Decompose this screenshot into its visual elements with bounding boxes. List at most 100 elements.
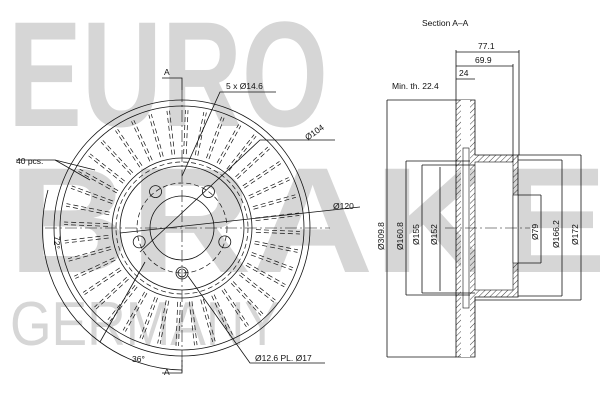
dim-79: Ø79 [530, 224, 540, 240]
cooling-vane [213, 294, 233, 335]
cooling-vane [202, 298, 216, 342]
cooling-vane [254, 243, 298, 253]
cooling-vane [66, 203, 110, 213]
cooling-vane [255, 229, 300, 232]
cooling-vane [255, 231, 300, 235]
cooling-vane [169, 110, 176, 155]
cooling-vane [89, 153, 125, 182]
cooling-vane [194, 111, 205, 156]
dim-24: 24 [459, 68, 469, 78]
bolt-hole [202, 185, 215, 198]
bore-label: Ø120 [333, 201, 354, 211]
cooling-vane [131, 121, 151, 162]
cooling-vane [226, 134, 255, 170]
cooling-vane [139, 296, 156, 339]
centre-bore-section [512, 194, 519, 264]
angle-36-label: 36° [132, 354, 145, 364]
cooling-vane [251, 252, 294, 269]
cooling-vane [166, 110, 173, 155]
cooling-vane [133, 120, 153, 161]
cooling-vane [117, 128, 143, 166]
angle-72-label: 72° [52, 236, 62, 249]
cooling-vane [102, 140, 134, 173]
cooling-vane [178, 301, 181, 346]
cooling-vane [159, 300, 170, 345]
pcd-leader [139, 139, 335, 253]
section-marker-top: A [164, 67, 170, 77]
cooling-vane [70, 187, 113, 204]
dim-152: Ø152 [429, 224, 439, 245]
cooling-vane [211, 295, 231, 336]
cooling-vane [150, 113, 164, 157]
cooling-vane [247, 262, 286, 285]
bolt-hole [132, 235, 146, 249]
cooling-vane [230, 283, 262, 316]
cooling-vane [148, 114, 162, 158]
cooling-vane [191, 301, 198, 346]
cooling-vane [200, 299, 214, 343]
angle-36-arc [99, 341, 183, 371]
cooling-vane [67, 246, 111, 260]
thread-leader [187, 275, 325, 364]
section-title: Section A–A [422, 18, 469, 28]
cooling-vane [250, 254, 293, 271]
cooling-vane [228, 135, 257, 171]
vanes-label: 40 pcs. [16, 156, 43, 166]
cooling-vane [115, 130, 141, 168]
angle-72-arc [42, 189, 101, 343]
cooling-vane [74, 257, 115, 277]
cooling-vane [75, 259, 116, 279]
cooling-vane [100, 141, 132, 175]
cooling-vane [122, 291, 145, 331]
bore-leader [119, 206, 361, 234]
cooling-vane [78, 171, 117, 194]
cooling-vane [240, 272, 276, 301]
cooling-vane [185, 110, 189, 155]
cooling-vane [79, 168, 119, 191]
cooling-vane [64, 234, 109, 241]
bolt-hole-label: 5 x Ø14.6 [226, 81, 263, 91]
cooling-vane [107, 285, 136, 321]
vanes-leader-2 [54, 159, 91, 181]
dim-166-2: Ø166.2 [551, 220, 561, 248]
cooling-vane [216, 124, 239, 163]
cooling-vane [84, 269, 122, 295]
dim-69-9: 69.9 [475, 55, 492, 65]
watermark-euro: EURO [8, 0, 328, 158]
cooling-vane [254, 240, 299, 251]
dim-77-1: 77.1 [478, 41, 495, 51]
section-view: Section A–A 77.1 69.9 24 Min. th. 22.4 Ø… [376, 18, 582, 358]
cooling-vane [208, 117, 225, 160]
cooling-vane [245, 265, 285, 288]
cooling-vane [237, 148, 270, 180]
angle-36-line [99, 261, 146, 343]
cooling-vane [252, 194, 296, 208]
cooling-vane [68, 248, 112, 262]
cooling-vane [95, 278, 129, 310]
dim-155: Ø155 [411, 224, 421, 245]
cooling-vane [244, 163, 282, 189]
section-arrow-bottom [162, 360, 183, 374]
thread-label: Ø12.6 PL. Ø17 [255, 353, 312, 363]
cooling-vane [242, 161, 280, 187]
section-arrow-top [162, 77, 183, 90]
cooling-vane [64, 237, 109, 244]
cooling-vane [223, 288, 249, 326]
cooling-vane [232, 281, 264, 315]
dim-309-8: Ø309.8 [376, 222, 386, 250]
min-thickness: Min. th. 22.4 [392, 81, 439, 91]
dim-172: Ø172 [570, 224, 580, 245]
bolt-hole-leader [181, 91, 276, 177]
cooling-vane [64, 224, 109, 227]
cooling-vane [255, 215, 300, 222]
cooling-vane [219, 125, 242, 165]
bolt-hole [149, 185, 162, 198]
front-view: A A 5 x Ø14.6 40 pcs. Ø104 Ø120 Ø12.6 PL… [16, 67, 361, 377]
cooling-vane [157, 300, 167, 344]
cooling-vane [206, 116, 223, 159]
cooling-vane [183, 110, 186, 155]
cooling-vane [71, 185, 114, 202]
bolt-hole [218, 235, 232, 249]
cooling-vane [188, 301, 195, 346]
